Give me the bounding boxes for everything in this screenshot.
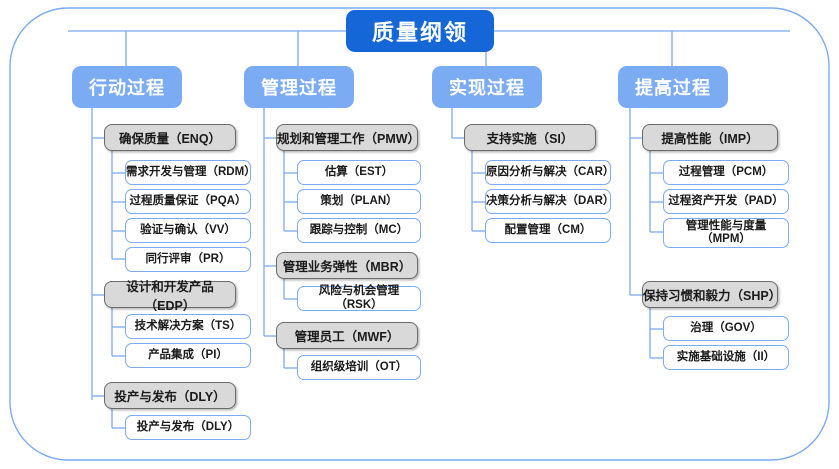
leaf-node-gov[interactable]: 治理（GOV） (663, 316, 789, 341)
leaf-node-ts[interactable]: 技术解决方案（TS） (125, 314, 251, 339)
leaf-node-plan[interactable]: 策划（PLAN） (297, 189, 421, 214)
leaf-node-dly[interactable]: 投产与发布（DLY） (125, 415, 251, 440)
leaf-node-mc[interactable]: 跟踪与控制（MC） (297, 218, 421, 243)
diagram-title: 质量纲领 (346, 10, 494, 52)
leaf-node-car[interactable]: 原因分析与解决（CAR） (485, 160, 614, 185)
leaf-node-rdm[interactable]: 需求开发与管理（RDM） (125, 160, 256, 185)
leaf-node-dar[interactable]: 决策分析与解决（DAR） (485, 189, 614, 214)
group-node-shp[interactable]: 保持习惯和毅力（SHP） (642, 281, 781, 308)
group-node-mwf[interactable]: 管理员工（MWF） (276, 322, 418, 349)
group-node-enq[interactable]: 确保质量（ENQ） (104, 124, 236, 151)
group-node-pmw[interactable]: 规划和管理工作（PMW） (276, 124, 420, 151)
column-header-4[interactable]: 提高过程 (618, 66, 728, 108)
column-header-3[interactable]: 实现过程 (432, 66, 542, 108)
leaf-node-cm[interactable]: 配置管理（CM） (485, 218, 611, 243)
leaf-node-pcm[interactable]: 过程管理（PCM） (663, 160, 789, 185)
group-node-edp[interactable]: 设计和开发产品（EDP） (104, 280, 236, 313)
leaf-node-est[interactable]: 估算（EST） (297, 160, 421, 185)
leaf-node-pad[interactable]: 过程资产开发（PAD） (663, 189, 789, 214)
leaf-node-pqa[interactable]: 过程质量保证（PQA） (125, 189, 251, 214)
column-header-2[interactable]: 管理过程 (244, 66, 354, 108)
group-node-mbr[interactable]: 管理业务弹性（MBR） (276, 252, 418, 279)
column-1-connectors (91, 108, 125, 429)
leaf-node-ii[interactable]: 实施基础设施（II） (663, 345, 789, 370)
leaf-node-rsk[interactable]: 风险与机会管理（RSK） (297, 285, 421, 311)
leaf-node-mpm[interactable]: 管理性能与度量（MPM） (663, 218, 789, 248)
leaf-node-pi[interactable]: 产品集成（PI） (125, 343, 251, 368)
leaf-node-vv[interactable]: 验证与确认（VV） (125, 218, 251, 243)
column-header-1[interactable]: 行动过程 (72, 66, 182, 108)
group-node-imp[interactable]: 提高性能（IMP） (642, 124, 778, 151)
group-node-si[interactable]: 支持实施（SI） (464, 124, 596, 151)
leaf-node-ot[interactable]: 组织级培训（OT） (297, 355, 421, 380)
leaf-node-pr[interactable]: 同行评审（PR） (125, 247, 251, 272)
group-node-dly[interactable]: 投产与发布（DLY） (104, 382, 236, 409)
